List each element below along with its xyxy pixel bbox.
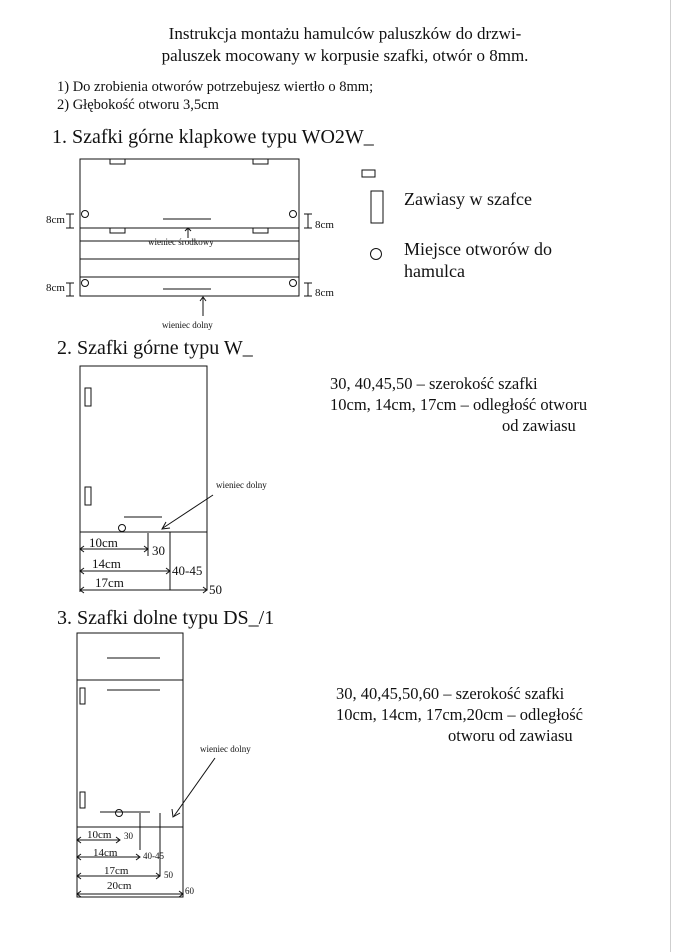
s1-dim-right-bottom: 8cm	[315, 287, 334, 299]
requirement-2: 2) Głębokość otworu 3,5cm	[57, 97, 219, 113]
s2-dim-10cm: 10cm	[89, 535, 118, 550]
section1-heading: 1. Szafki górne klapkowe typu WO2W_	[52, 126, 374, 148]
section2-cabinet-drawing	[79, 365, 214, 594]
page-edge-line	[670, 0, 671, 952]
s2-width-50: 50	[209, 582, 222, 597]
s2-dim-14cm: 14cm	[92, 556, 121, 571]
section3-cabinet-drawing	[76, 632, 216, 898]
legend-icons	[361, 169, 384, 260]
section2-heading: 2. Szafki górne typu W_	[57, 337, 253, 359]
s3-width-40-45: 40-45	[143, 851, 164, 861]
s3-label-bottom: wieniec dolny	[200, 744, 251, 754]
s2-desc-1: 30, 40,45,50 – szerokość szafki	[330, 374, 538, 393]
s2-desc-3: od zawiasu	[502, 416, 576, 435]
s3-desc-3: otworu od zawiasu	[448, 726, 573, 745]
s3-dim-14cm: 14cm	[93, 847, 118, 859]
s3-dim-10cm: 10cm	[87, 829, 112, 841]
section3-heading: 3. Szafki dolne typu DS_/1	[57, 607, 275, 629]
s1-label-bottom: wieniec dolny	[162, 320, 213, 330]
legend-holes-label-2: hamulca	[404, 261, 465, 281]
legend-holes-label-1: Miejsce otworów do	[404, 239, 552, 259]
s1-dim-right-top: 8cm	[315, 219, 334, 231]
s3-desc-1: 30, 40,45,50,60 – szerokość szafki	[336, 684, 565, 703]
page-title: Instrukcja montażu hamulców paluszków do…	[65, 23, 625, 67]
requirement-1: 1) Do zrobienia otworów potrzebujesz wie…	[57, 79, 374, 95]
s1-dim-left-top: 8cm	[46, 214, 65, 226]
s3-width-60: 60	[185, 886, 194, 896]
s1-label-middle: wieniec środkowy	[148, 237, 214, 247]
s3-dim-20cm: 20cm	[107, 880, 132, 892]
s3-width-50: 50	[164, 870, 173, 880]
s3-desc-2: 10cm, 14cm, 17cm,20cm – odległość	[336, 705, 583, 724]
s2-width-40-45: 40-45	[172, 563, 203, 578]
section1-cabinet-drawing	[66, 158, 312, 316]
s2-width-30: 30	[152, 543, 165, 558]
s2-label-bottom: wieniec dolny	[216, 480, 267, 490]
title-line-2: paluszek mocowany w korpusie szafki, otw…	[161, 46, 529, 65]
s1-dim-left-bottom: 8cm	[46, 282, 65, 294]
s3-dim-17cm: 17cm	[104, 865, 129, 877]
s3-width-30: 30	[124, 831, 133, 841]
legend-hinges-label: Zawiasy w szafce	[404, 189, 532, 209]
s2-dim-17cm: 17cm	[95, 575, 124, 590]
s2-desc-2: 10cm, 14cm, 17cm – odległość otworu	[330, 395, 588, 414]
title-line-1: Instrukcja montażu hamulców paluszków do…	[168, 24, 522, 43]
